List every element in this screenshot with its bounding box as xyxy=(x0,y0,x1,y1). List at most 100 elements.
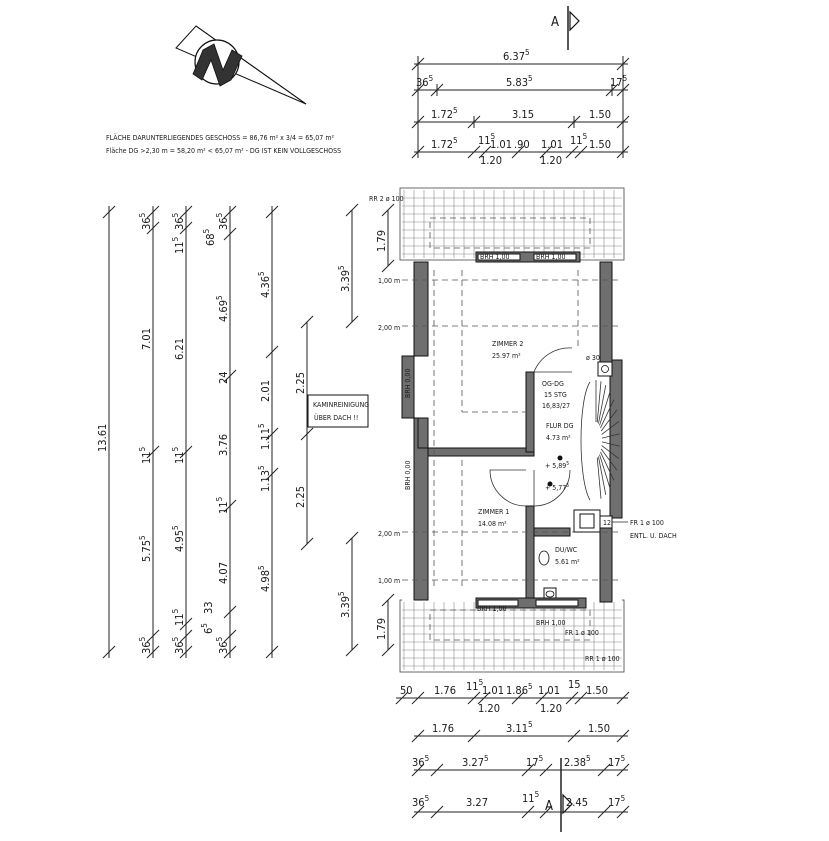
svg-text:3.27: 3.27 xyxy=(466,796,488,809)
svg-text:65: 65 xyxy=(200,623,215,634)
section-marker-top: A xyxy=(551,6,580,50)
svg-text:175: 175 xyxy=(608,794,625,809)
room-zimmer2-area: 25.97 m² xyxy=(492,352,521,360)
svg-text:BRH 0,00: BRH 0,00 xyxy=(404,369,412,398)
room-flur-area: 4.73 m² xyxy=(546,434,571,442)
svg-text:2.45: 2.45 xyxy=(566,796,588,809)
svg-text:365: 365 xyxy=(171,213,186,230)
chimney-note: KAMINREINIGUNG ÜBER DACH !! xyxy=(307,394,369,428)
svg-text:115: 115 xyxy=(171,237,186,254)
room-duwc-area: 5.61 m² xyxy=(555,558,580,566)
svg-text:BRH 1,00: BRH 1,00 xyxy=(477,605,506,613)
svg-text:1.01: 1.01 xyxy=(541,138,563,151)
svg-text:3.395: 3.395 xyxy=(337,591,352,618)
svg-text:BRH 1,00: BRH 1,00 xyxy=(480,253,509,261)
svg-text:24: 24 xyxy=(217,371,230,384)
svg-text:2,00 m: 2,00 m xyxy=(378,530,400,538)
svg-text:1.20: 1.20 xyxy=(540,154,562,167)
svg-text:175: 175 xyxy=(610,74,627,89)
svg-text:+ 5,775: + 5,775 xyxy=(545,483,569,492)
svg-text:1.20: 1.20 xyxy=(540,702,562,715)
svg-text:1,00 m: 1,00 m xyxy=(378,277,400,285)
svg-text:ÜBER DACH !!: ÜBER DACH !! xyxy=(314,413,358,422)
svg-text:RR 2 ø 100: RR 2 ø 100 xyxy=(369,195,404,203)
svg-text:4.985: 4.985 xyxy=(257,565,272,592)
svg-text:5.835: 5.835 xyxy=(506,74,533,89)
svg-text:365: 365 xyxy=(138,213,153,230)
roof-tiles-bottom xyxy=(399,599,625,673)
svg-text:1.01: 1.01 xyxy=(538,684,560,697)
svg-text:1.50: 1.50 xyxy=(588,722,610,735)
svg-text:ENTL. U. DACH: ENTL. U. DACH xyxy=(630,532,677,540)
svg-text:KAMINREINIGUNG: KAMINREINIGUNG xyxy=(313,401,369,409)
svg-text:4.695: 4.695 xyxy=(215,295,230,322)
svg-text:685: 685 xyxy=(202,229,217,246)
svg-text:15: 15 xyxy=(568,678,581,691)
svg-text:1.79: 1.79 xyxy=(375,618,388,640)
svg-text:115: 115 xyxy=(171,447,186,464)
section-letter-bottom: A xyxy=(545,799,553,814)
bottom-dimensions: 50 1.76 115 1.01 1.865 1.01 15 1.50 1.20… xyxy=(395,678,630,819)
svg-text:3.15: 3.15 xyxy=(512,108,534,121)
svg-text:115: 115 xyxy=(522,790,539,805)
svg-text:365: 365 xyxy=(215,637,230,654)
svg-text:175: 175 xyxy=(526,754,543,769)
svg-text:6.21: 6.21 xyxy=(173,338,186,360)
svg-text:6.375: 6.375 xyxy=(503,48,530,63)
svg-text:365: 365 xyxy=(412,754,429,769)
svg-text:365: 365 xyxy=(215,213,230,230)
svg-text:FR 1 ø 100: FR 1 ø 100 xyxy=(565,629,599,637)
svg-text:115: 115 xyxy=(466,678,483,693)
north-arrow-icon xyxy=(175,25,307,105)
svg-text:5.755: 5.755 xyxy=(138,535,153,562)
svg-text:BRH 1,00: BRH 1,00 xyxy=(536,619,565,627)
svg-text:115: 115 xyxy=(171,609,186,626)
room-flur-name: FLUR DG xyxy=(546,422,574,430)
svg-text:1.79: 1.79 xyxy=(375,230,388,252)
staircase xyxy=(580,380,620,501)
svg-text:115: 115 xyxy=(570,132,587,147)
svg-text:3.275: 3.275 xyxy=(462,754,489,769)
roof-tiles-top xyxy=(399,187,625,261)
svg-text:BRH 1,00: BRH 1,00 xyxy=(536,253,565,261)
svg-text:+ 5,895: + 5,895 xyxy=(545,461,569,470)
svg-text:OG-DG: OG-DG xyxy=(542,380,564,388)
svg-text:RR 1 ø 100: RR 1 ø 100 xyxy=(585,655,620,663)
svg-text:1.50: 1.50 xyxy=(589,108,611,121)
svg-text:115: 115 xyxy=(215,497,230,514)
svg-text:365: 365 xyxy=(138,637,153,654)
left-dimensions: 13.61 365 7.01 115 5.755 365 365 115 6.2… xyxy=(96,205,314,659)
section-marker-bottom: A xyxy=(545,758,573,832)
svg-text:1,00 m: 1,00 m xyxy=(378,577,400,585)
svg-text:1.01: 1.01 xyxy=(490,138,512,151)
svg-text:4.07: 4.07 xyxy=(217,562,230,584)
svg-text:2.25: 2.25 xyxy=(294,372,307,394)
area-note-1: FLÄCHE DARUNTERLIEGENDES GESCHOSS = 86,7… xyxy=(106,133,334,142)
room-zimmer2-name: ZIMMER 2 xyxy=(492,340,523,348)
svg-text:15 STG: 15 STG xyxy=(544,391,567,399)
washbasin xyxy=(545,590,555,598)
top-dimensions: 6.375 365 5.835 175 1.725 3.15 1.50 1.72… xyxy=(411,48,630,167)
room-duwc-name: DU/WC xyxy=(555,546,578,554)
svg-text:1.865: 1.865 xyxy=(506,682,533,697)
svg-text:4.955: 4.955 xyxy=(171,525,186,552)
svg-text:1.725: 1.725 xyxy=(431,106,458,121)
svg-text:2,00 m: 2,00 m xyxy=(378,324,400,332)
room-labels: ZIMMER 2 25.97 m² OG-DG 15 STG 16,83/27 … xyxy=(478,340,580,566)
svg-text:3.76: 3.76 xyxy=(217,434,230,456)
svg-text:33: 33 xyxy=(202,601,215,614)
svg-text:2.385: 2.385 xyxy=(564,754,591,769)
svg-text:1.20: 1.20 xyxy=(480,154,502,167)
svg-text:ø 30: ø 30 xyxy=(586,354,600,362)
section-letter-top: A xyxy=(551,15,559,30)
svg-text:7.01: 7.01 xyxy=(140,328,153,350)
svg-text:16,83/27: 16,83/27 xyxy=(542,402,570,410)
room-zimmer1-area: 14.08 m² xyxy=(478,520,507,528)
annotations: BRH 1,00 BRH 1,00 BRH 1,00 BRH 1,00 BRH … xyxy=(369,195,677,663)
svg-text:175: 175 xyxy=(608,754,625,769)
svg-text:1.115: 1.115 xyxy=(257,423,272,450)
svg-text:365: 365 xyxy=(171,637,186,654)
svg-text:12: 12 xyxy=(603,519,611,527)
svg-text:3.115: 3.115 xyxy=(506,720,533,735)
